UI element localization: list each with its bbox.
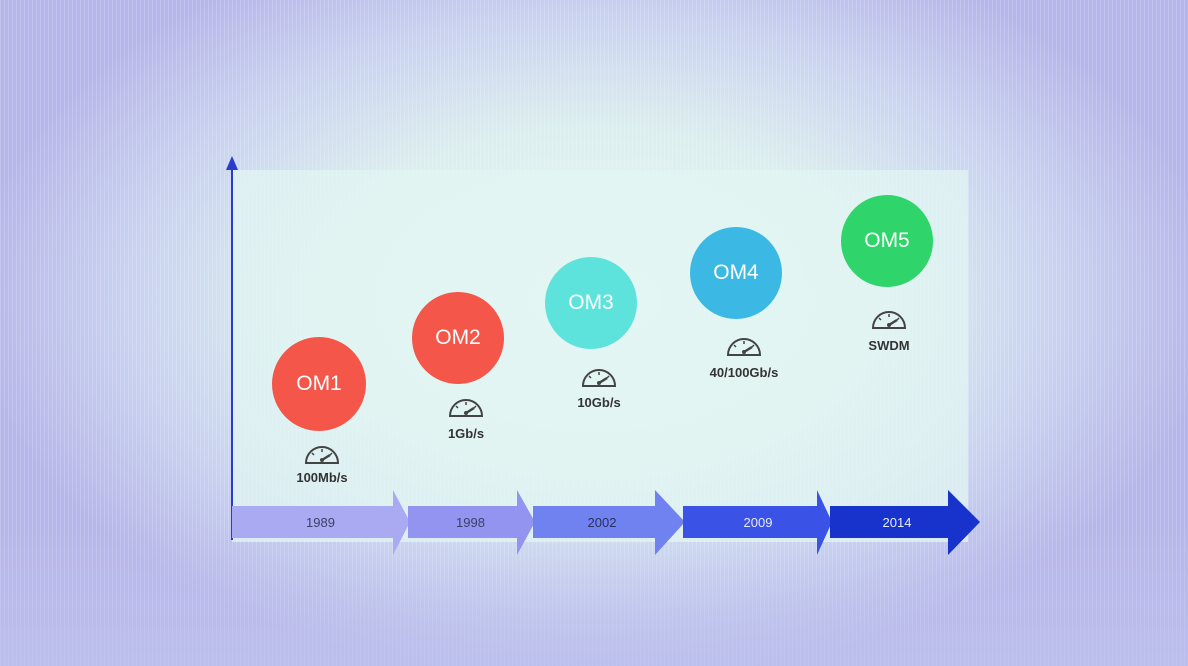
fiber-type-circle: OM3 [545,257,637,349]
year-label: 2009 [743,515,773,530]
fiber-type-label: OM2 [435,326,481,349]
speed-label: SWDM [868,338,910,353]
axis-arrowhead [226,156,238,170]
timeline-arrow-1998 [408,490,535,555]
speedometer-icon [581,366,617,388]
fiber-type-label: OM5 [864,229,910,252]
speed-label: 10Gb/s [577,395,621,410]
speedometer-icon [871,308,907,330]
timeline-arrow-2002 [533,490,685,555]
background-floor [0,526,1188,666]
year-label: 1998 [456,515,485,530]
timeline-arrow-1989 [232,490,410,555]
year-label: 2014 [882,515,912,530]
fiber-type-circle: OM2 [412,292,504,384]
speed-label: 1Gb/s [447,426,485,441]
fiber-type-label: OM3 [568,291,614,314]
fiber-type-label: OM1 [296,372,342,395]
speedometer-icon [726,335,762,357]
fiber-type-circle: OM4 [690,227,782,319]
speedometer-icon [304,443,340,465]
year-label: 1989 [306,515,335,530]
year-label: 2002 [587,515,617,530]
fiber-type-circle: OM1 [272,337,366,431]
speedometer-icon [448,396,484,418]
timeline-arrow-2009 [683,490,832,555]
speed-label: 100Mb/s [296,470,348,485]
fiber-type-circle: OM5 [841,195,933,287]
timeline-arrow-2014 [830,490,980,555]
speed-label: 40/100Gb/s [709,365,779,380]
fiber-type-label: OM4 [713,261,759,284]
